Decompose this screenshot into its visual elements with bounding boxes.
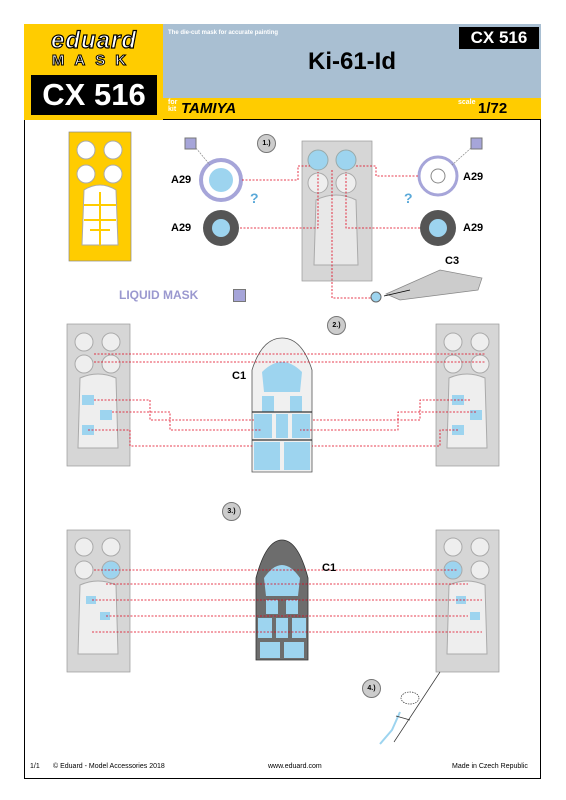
footer-url[interactable]: www.eduard.com (268, 763, 322, 770)
grey-mask-sheet-1 (301, 140, 373, 282)
for-kit-label: for kit (168, 99, 178, 113)
liquid-mask-label: LIQUID MASK (119, 288, 199, 302)
step-badge-1: 1.) (257, 134, 276, 153)
footer-copyright: © Eduard - Model Accessories 2018 (53, 763, 165, 770)
product-code: CX 516 (459, 27, 539, 49)
leader-lines-1 (240, 165, 420, 299)
question-mark-right: ? (404, 190, 413, 206)
part-label-a29-left-bottom: A29 (171, 222, 192, 234)
part-label-c1-step-3: C1 (322, 562, 337, 574)
part-label-a29-right-top: A29 (463, 171, 484, 183)
brand-sub: MASK (33, 52, 155, 69)
step-badge-2: 2.) (327, 316, 346, 335)
part-label-c3: C3 (445, 255, 460, 267)
grey-mask-sheet-right-3 (435, 529, 500, 673)
product-code-large: CX 516 (31, 75, 157, 115)
brand-name: eduard (33, 28, 155, 53)
kit-brand: TAMIYA (181, 100, 237, 117)
leader-lines-3 (92, 569, 482, 633)
wheel-hub-2 (417, 137, 483, 197)
wheel-tire-2 (420, 210, 456, 246)
wing-part-c3 (370, 269, 483, 303)
tagline: The die-cut mask for accurate painting (168, 30, 279, 36)
aerial-wire-detail (379, 671, 441, 745)
header-divider (24, 119, 541, 120)
footer-origin: Made in Czech Republic (452, 763, 528, 770)
step-badge-3: 3.) (222, 502, 241, 521)
leader-lines-2 (88, 353, 486, 447)
grey-mask-sheet-right-2 (435, 323, 500, 467)
wheel-hub-1 (184, 137, 243, 202)
grey-mask-sheet-left-3 (66, 529, 131, 673)
question-mark-left: ? (250, 190, 259, 206)
step-badge-4: 4.) (362, 679, 381, 698)
kit-band (163, 98, 541, 119)
wheel-tire-1 (203, 210, 239, 246)
scale-value: 1/72 (478, 100, 508, 117)
part-label-c1-step-2: C1 (232, 370, 247, 382)
yellow-mask-fret (68, 131, 132, 262)
footer-page: 1/1 (30, 763, 40, 770)
part-label-a29-left-top: A29 (171, 174, 192, 186)
model-name: Ki-61-Id (307, 48, 396, 75)
canopy-c1-step-2 (251, 337, 313, 473)
liquid-mask-swatch (233, 289, 246, 302)
scale-label: scale (458, 99, 476, 106)
grey-mask-sheet-left-2 (66, 323, 131, 467)
part-label-a29-right-bottom: A29 (463, 222, 484, 234)
